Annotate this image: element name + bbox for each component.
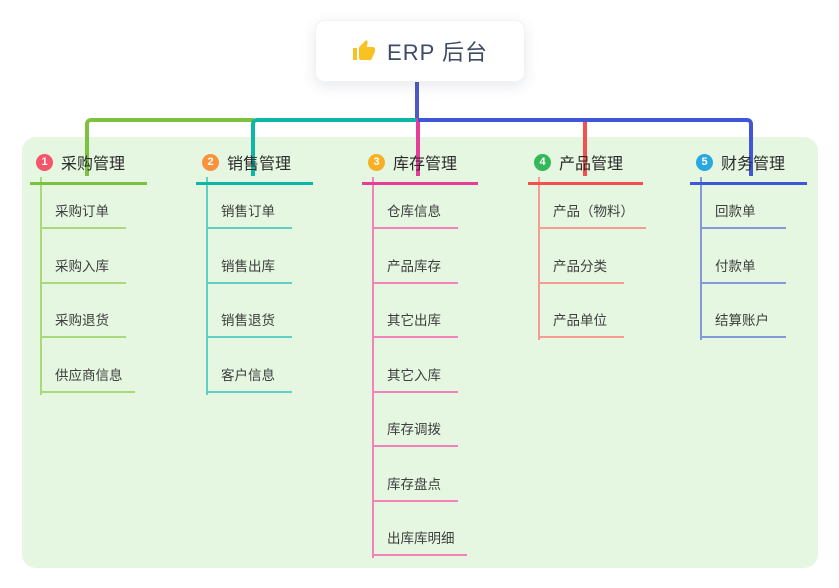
branch-3-item[interactable]: 库存盘点	[372, 473, 458, 502]
branch-label: 库存管理	[393, 156, 458, 173]
branch-item-slot: 产品分类	[538, 229, 646, 284]
branch-2-item[interactable]: 销售出库	[206, 255, 292, 284]
branch-3-item[interactable]: 其它入库	[372, 364, 458, 393]
branch-item-slot: 采购入库	[40, 229, 135, 284]
branches-panel	[22, 137, 818, 568]
branch-1-header[interactable]: 1 采购管理	[30, 150, 147, 185]
branch-5-item[interactable]: 付款单	[700, 255, 786, 284]
branch-item-slot: 产品（物料）	[538, 175, 646, 229]
branch-item-slot: 销售出库	[206, 229, 292, 284]
branch-3-header[interactable]: 3 库存管理	[362, 150, 478, 185]
branch-3-items: 仓库信息产品库存其它出库其它入库库存调拨库存盘点出库库明细	[372, 175, 467, 556]
branch-label: 销售管理	[227, 156, 292, 173]
branch-3-subspine	[372, 177, 374, 558]
branch-4-item[interactable]: 产品分类	[538, 255, 624, 284]
branch-5-item[interactable]: 结算账户	[700, 309, 786, 338]
thumbs-up-icon	[353, 40, 376, 60]
branch-4-items: 产品（物料） 产品分类产品单位	[538, 175, 646, 338]
branch-5-items: 回款单付款单结算账户	[700, 175, 786, 338]
branch-item-slot: 付款单	[700, 229, 786, 284]
branch-item-slot: 库存调拨	[372, 393, 467, 447]
branch-item-slot: 结算账户	[700, 284, 786, 338]
branch-2-header[interactable]: 2 销售管理	[196, 150, 313, 185]
connector-branch-5	[418, 118, 753, 176]
branch-2-item[interactable]: 销售退货	[206, 309, 292, 338]
branch-item-slot: 其它入库	[372, 338, 467, 393]
branch-number-badge: 4	[534, 153, 551, 171]
branch-item-slot: 产品单位	[538, 284, 646, 338]
branch-item-slot: 出库库明细	[372, 502, 467, 556]
branch-item-slot: 库存盘点	[372, 447, 467, 502]
branch-item-slot: 采购退货	[40, 284, 135, 338]
branch-5-header[interactable]: 5 财务管理	[690, 150, 807, 185]
branch-number-badge: 1	[36, 153, 53, 171]
branch-item-slot: 仓库信息	[372, 175, 467, 229]
branch-3-item[interactable]: 出库库明细	[372, 527, 467, 556]
branch-4-subspine	[538, 177, 540, 340]
branch-item-slot: 销售退货	[206, 284, 292, 338]
branch-5-item[interactable]: 回款单	[700, 200, 786, 229]
branch-number-badge: 3	[368, 153, 385, 171]
branch-2-item[interactable]: 销售订单	[206, 200, 292, 229]
branch-item-slot: 客户信息	[206, 338, 292, 393]
branch-number-badge: 2	[202, 153, 219, 171]
branch-3-item[interactable]: 产品库存	[372, 255, 458, 284]
branch-3-item[interactable]: 仓库信息	[372, 200, 458, 229]
branch-2-subspine	[206, 177, 208, 395]
branch-1-item[interactable]: 供应商信息	[40, 364, 135, 393]
branch-1-item[interactable]: 采购退货	[40, 309, 126, 338]
branch-item-slot: 产品库存	[372, 229, 467, 284]
branch-item-slot: 采购订单	[40, 175, 135, 229]
connector-branch-1	[85, 118, 254, 176]
branch-4-header[interactable]: 4 产品管理	[528, 150, 643, 185]
branch-label: 产品管理	[559, 156, 624, 173]
branch-3-item[interactable]: 库存调拨	[372, 418, 458, 447]
branch-1-item[interactable]: 采购订单	[40, 200, 126, 229]
branch-2-items: 销售订单销售出库销售退货客户信息	[206, 175, 292, 393]
branch-1-items: 采购订单采购入库采购退货供应商信息	[40, 175, 135, 393]
root-node[interactable]: ERP 后台	[315, 20, 525, 82]
connector-branch-2	[251, 118, 418, 176]
branch-item-slot: 供应商信息	[40, 338, 135, 393]
branch-2-item[interactable]: 客户信息	[206, 364, 292, 393]
branch-1-subspine	[40, 177, 42, 395]
branch-item-slot: 销售订单	[206, 175, 292, 229]
branch-number-badge: 5	[696, 153, 713, 171]
branch-1-item[interactable]: 采购入库	[40, 255, 126, 284]
branch-4-item[interactable]: 产品（物料）	[538, 200, 646, 229]
branch-3-item[interactable]: 其它出库	[372, 309, 458, 338]
connector-branch-3	[416, 118, 420, 176]
branch-5-subspine	[700, 177, 702, 340]
branch-label: 采购管理	[61, 156, 126, 173]
branch-item-slot: 其它出库	[372, 284, 467, 338]
branch-label: 财务管理	[721, 156, 786, 173]
branch-item-slot: 回款单	[700, 175, 786, 229]
branch-4-item[interactable]: 产品单位	[538, 309, 624, 338]
root-title: ERP 后台	[387, 40, 488, 65]
connector-root-vertical	[415, 82, 419, 122]
connector-branch-4	[583, 118, 587, 176]
